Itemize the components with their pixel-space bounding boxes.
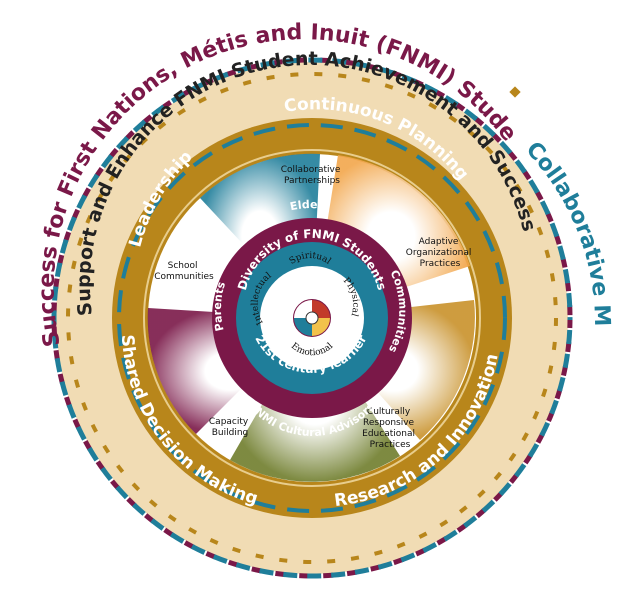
- outer-dash-teal: [51, 57, 573, 579]
- outer-dash-inner: [66, 72, 558, 564]
- wedge-label-capacity: Capacity Building: [209, 417, 251, 438]
- gold-ring-inner-line: [143, 149, 481, 487]
- wedge-label-culturally: Culturally Responsive Educational Practi…: [362, 407, 418, 450]
- title-separator-icon: [509, 86, 521, 98]
- parents-text: Parents: [211, 280, 228, 333]
- elders-text: Elders: [289, 198, 332, 213]
- gold-ring-dashes: [117, 123, 507, 513]
- wedge-label-collaborative: Collaborative Partnerships: [281, 165, 344, 186]
- medicine-wheel-emblem: [293, 299, 331, 337]
- spiritual-text: Spiritual: [288, 251, 333, 267]
- wedge-label-school: School Communities: [154, 261, 214, 282]
- emotional-text: Emotional: [289, 341, 335, 358]
- wedge-label-adaptive: Adaptive Organizational Practices: [406, 237, 474, 269]
